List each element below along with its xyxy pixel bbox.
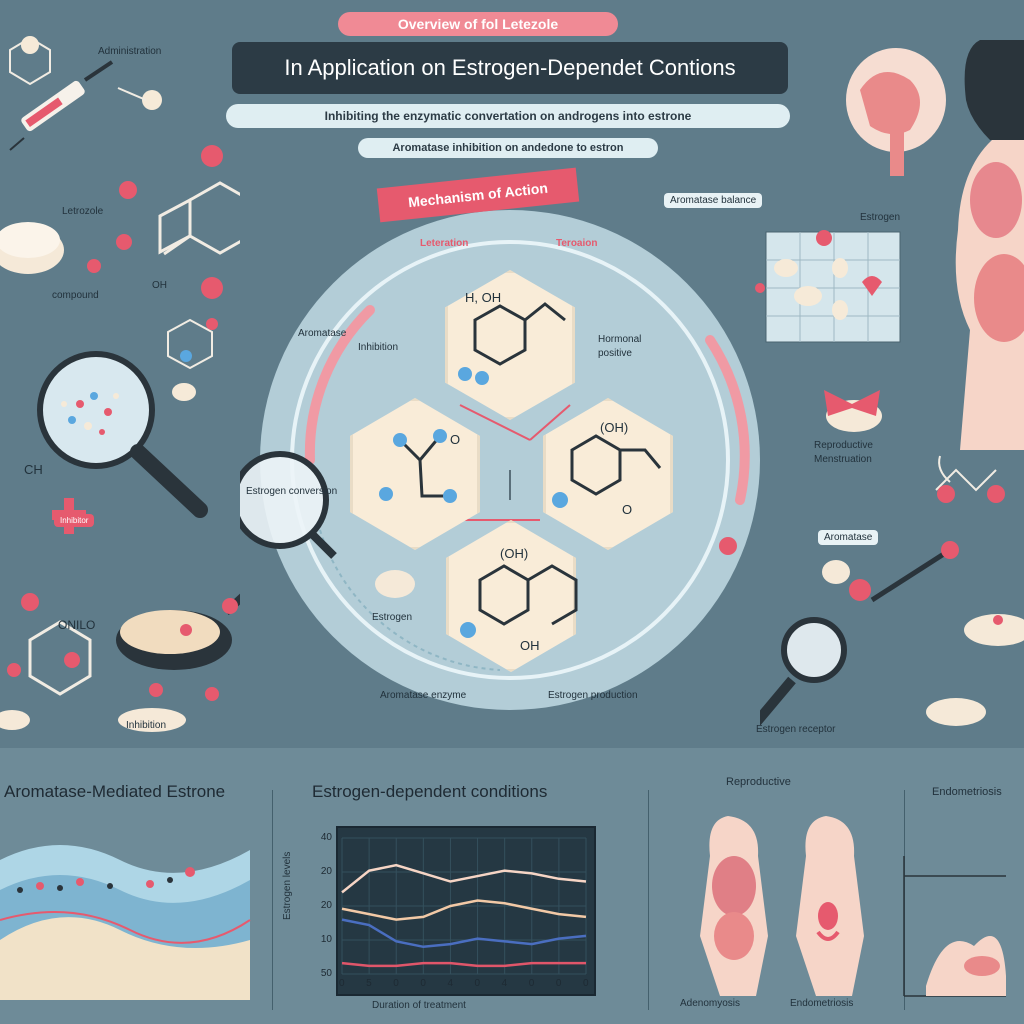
magnifier-icon: [781, 617, 847, 683]
label-teroaion: Teroaion: [556, 238, 598, 249]
ring-molecule-icon: [167, 318, 213, 370]
x-tick-label: 4: [501, 978, 508, 989]
heading-reproductive: Reproductive: [726, 776, 791, 788]
x-tick-label: 0: [339, 978, 345, 989]
heading-estrone: Aromatase-Mediated Estrone: [4, 782, 226, 801]
x-tick-label: 0: [528, 978, 535, 989]
label-oh: OH: [152, 280, 167, 291]
body-silhouette-icon: [955, 40, 1024, 450]
y-tick-label: 40: [320, 832, 332, 843]
label-reproductive: Reproductive: [814, 440, 873, 451]
heading-conditions: Estrogen-dependent conditions: [312, 782, 548, 801]
atoms-bottom: (OH): [500, 546, 529, 561]
divider: [272, 790, 273, 1010]
label-administration: Administration: [98, 46, 162, 57]
bottom-molecule-icon: [28, 620, 92, 696]
note-hormonal: Hormonal: [598, 334, 642, 345]
note-inhibition: Inhibition: [358, 342, 399, 353]
series-line-1: [341, 899, 587, 921]
aromatase-tag: Aromatase: [818, 530, 879, 545]
label-inhibition: Inhibition: [126, 720, 167, 731]
molecule-icon: [9, 36, 162, 110]
aromatase-balance-tag: Aromatase balance: [664, 193, 763, 208]
note-aromatase-enzyme: Aromatase enzyme: [380, 690, 467, 701]
mechanism-diagram: [240, 210, 765, 710]
series-line-3: [341, 918, 587, 949]
hexagon-molecule-icon: [158, 181, 240, 256]
heading-endometriosis: Endometriosis: [932, 786, 1002, 798]
magnifier-label: Estrogen conversion: [246, 486, 338, 497]
y-axis-label: Estrogen levels: [282, 851, 293, 920]
subtitle-bar-secondary: Aromatase inhibition on andedone to estr…: [358, 138, 658, 158]
note-aromatase: Aromatase: [298, 328, 347, 339]
anatomy-figures: [700, 816, 1006, 997]
label-estrogen-receptor: Estrogen receptor: [756, 724, 836, 735]
syringe-icon: [9, 60, 114, 151]
tablet-icon: [118, 708, 186, 732]
label-leteration: Leteration: [420, 238, 469, 249]
y-tick-label: 20: [320, 900, 332, 911]
atom-red-icon: [87, 259, 101, 273]
atoms-right-lower: O: [622, 502, 633, 517]
inhibitor-tag: Inhibitor: [54, 514, 95, 527]
note-estrogen-production: Estrogen production: [548, 690, 638, 701]
x-tick-label: 4: [447, 978, 453, 989]
magnifier-icon: [37, 351, 155, 469]
atom-red-icon: [201, 277, 223, 299]
hexagon-molecules: [379, 302, 662, 638]
label-endometriosis: Endometriosis: [790, 998, 854, 1009]
x-tick-label: 5: [366, 978, 372, 989]
atoms-top: H, OH: [465, 290, 502, 305]
magnifier-icon: [240, 451, 329, 549]
estrogen-chart: [336, 826, 596, 996]
overview-banner: Overview of fol Letezole: [338, 12, 618, 36]
x-tick-label: 0: [420, 978, 426, 989]
x-ticks: 0 5 0 0 4 0 4 0 0 0: [336, 978, 596, 994]
label-menstruation: Menstruation: [814, 454, 872, 465]
subtitle-bar: Inhibiting the enzymatic convertation on…: [226, 104, 790, 128]
divider: [648, 790, 649, 1010]
y-tick-label: 20: [320, 866, 332, 877]
y-ticks: 40 20 20 10 50: [312, 826, 334, 996]
pill-icon: [375, 570, 415, 598]
y-tick-label: 10: [320, 934, 332, 945]
x-tick-label: 0: [474, 978, 481, 989]
label-adenomyosis: Adenomyosis: [680, 998, 741, 1009]
atoms-left: O: [450, 432, 461, 447]
x-axis-label: Duration of treatment: [372, 1000, 466, 1011]
series-line-4: [341, 961, 586, 968]
left-illustrations: [0, 36, 240, 732]
atom-red-icon: [119, 181, 137, 199]
x-tick-label: 0: [555, 978, 562, 989]
note-positive: positive: [598, 348, 632, 359]
label-compound: compound: [52, 290, 99, 301]
page-title: In Application on Estrogen-Dependet Cont…: [232, 42, 788, 94]
wave-illustration: [0, 845, 251, 1000]
x-tick-label: 0: [583, 978, 589, 989]
atoms-right: (OH): [600, 420, 629, 435]
particles-icon: [61, 392, 119, 435]
x-tick-label: 0: [393, 978, 399, 989]
atoms-bottom-lower: OH: [520, 638, 540, 653]
y-tick-label: 50: [320, 968, 332, 979]
graph-card: [765, 231, 901, 343]
pill-label: Estrogen: [372, 612, 413, 623]
atom-red-icon: [116, 234, 132, 250]
label-onilo: ONILO: [58, 618, 96, 632]
atom-red-icon: [201, 145, 223, 167]
label-ch: CH: [24, 462, 43, 477]
label-estrogen: Estrogen: [860, 212, 901, 223]
label-letrozole: Letrozole: [62, 206, 104, 217]
estrogen-chart-plot: [341, 837, 587, 975]
right-illustrations: [760, 40, 1024, 726]
series-line-2: [341, 863, 587, 894]
